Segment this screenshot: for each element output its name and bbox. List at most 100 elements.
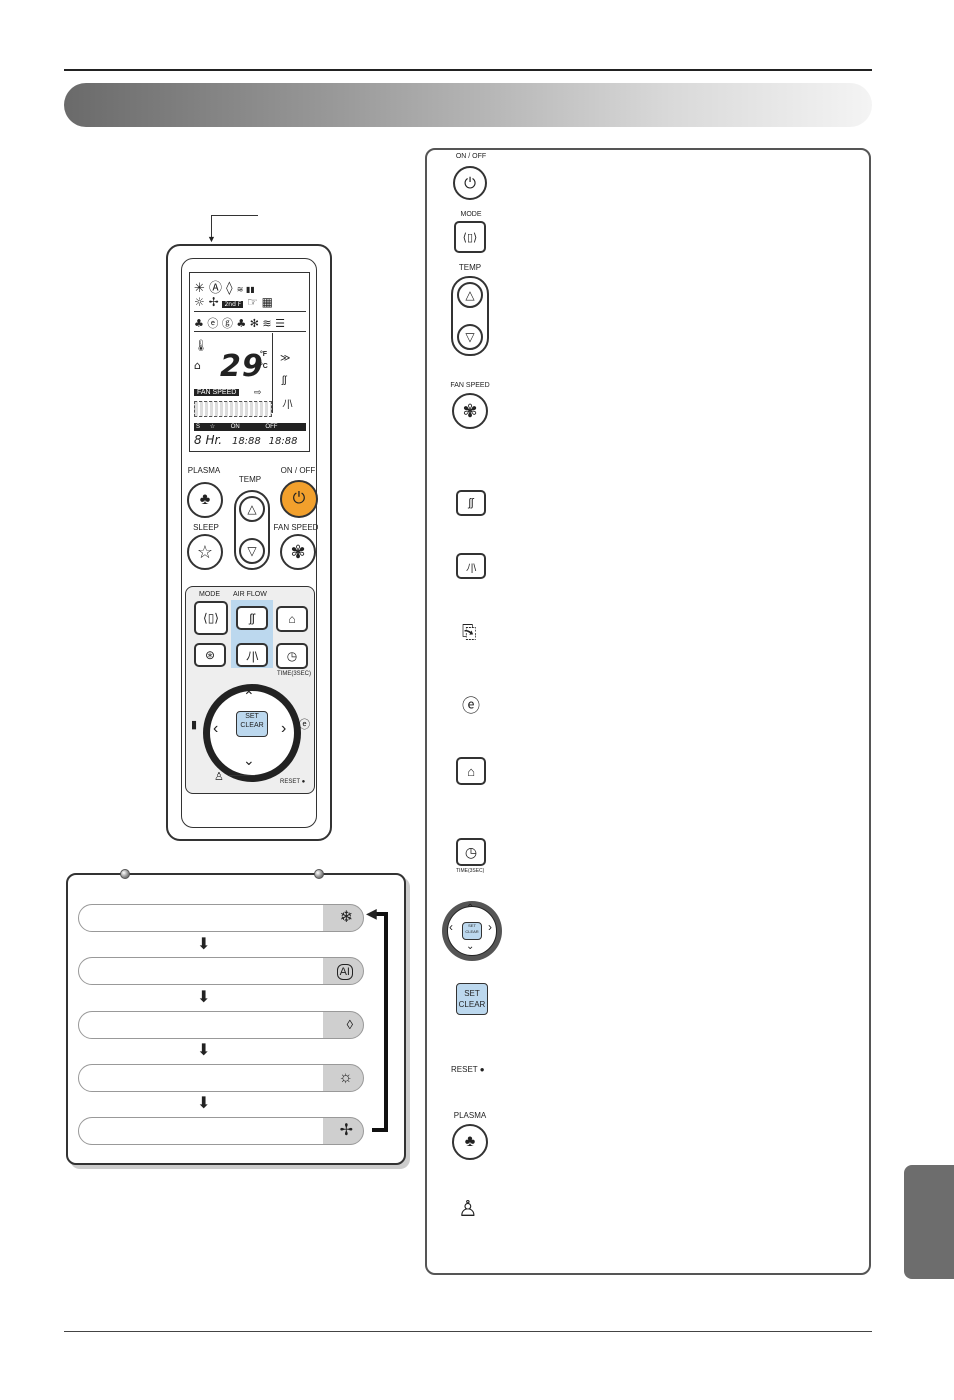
pin-left-icon <box>120 869 130 879</box>
clock-icon: ◷ <box>286 649 298 663</box>
pointer-line <box>212 215 258 216</box>
down-arrow-icon: ⬇ <box>197 1095 211 1112</box>
key-mode-label: MODE <box>460 211 482 218</box>
lcd-thermo-icon: 🌡 <box>194 339 208 352</box>
jet-cool-button[interactable]: ⊛ <box>194 643 226 667</box>
key-on-off-label: ON / OFF <box>455 153 487 160</box>
section-banner <box>64 83 872 127</box>
power-icon: ⏻ <box>292 490 306 507</box>
spread-icon: ﾉ|\ <box>465 562 477 574</box>
plasma-button[interactable]: ♣ <box>187 482 223 518</box>
mode-row-cooling: ❄ <box>78 904 364 932</box>
horizontal-airflow-button[interactable]: ﾉ|\ <box>236 643 268 667</box>
bottom-rule <box>64 1331 872 1332</box>
dpad-up-button[interactable]: ⌃ <box>243 688 255 704</box>
clear-label: CLEAR <box>240 722 264 729</box>
vane-icon: ʃʃ <box>249 611 255 625</box>
lcd-s: S <box>196 424 201 430</box>
ai-icon: AI <box>336 964 353 980</box>
energy-plug-icon: ⓔ <box>462 696 480 716</box>
key-horizontal-airflow: ﾉ|\ <box>456 553 486 579</box>
key-reset-text: RESET <box>451 1065 478 1074</box>
dpad-right-button[interactable]: › <box>281 720 287 737</box>
key-temp-rocker: △ ▽ <box>451 276 489 356</box>
power-icon: ⏻ <box>464 174 476 192</box>
key-vertical-airflow: ʃʃ <box>456 490 486 516</box>
light-icon: ♙ <box>214 771 224 783</box>
lcd-fan-bar <box>194 401 272 417</box>
lcd-vane-icon: ʃʃ <box>282 375 287 386</box>
mode-row-heat: ☼ <box>78 1064 364 1092</box>
key-time-label: TIME(3SEC) <box>456 868 485 874</box>
key-reset: RESET ● <box>451 1065 485 1074</box>
chevron-up-icon: ⌃ <box>466 903 475 914</box>
fan-speed-label: FAN SPEED <box>273 523 319 532</box>
mode-icon: ⟨▯⟩ <box>462 231 478 244</box>
mode-label: MODE <box>199 591 220 598</box>
temp-rocker: △ ▽ <box>234 490 270 570</box>
on-off-label: ON / OFF <box>280 466 316 475</box>
triangle-down-icon: ▽ <box>247 544 257 558</box>
room-temp-button[interactable]: ⌂ <box>276 606 308 632</box>
mode-row-fan: ✢ <box>78 1117 364 1145</box>
mode-row-ai: AI <box>78 957 364 985</box>
dpad-down-button[interactable]: ⌄ <box>243 752 255 768</box>
lcd-arrow-icon: ⇨ <box>254 387 262 397</box>
lcd-unit-c: °C <box>260 363 268 370</box>
side-tab <box>904 1165 954 1279</box>
key-mode-button: ⟨▯⟩ <box>454 221 486 253</box>
lcd-fan-speed-label: FAN SPEED <box>194 389 240 396</box>
set-clear-button[interactable]: SET CLEAR <box>236 711 268 737</box>
temp-down-button[interactable]: ▽ <box>239 538 265 564</box>
down-arrow-icon: ⬇ <box>197 936 211 953</box>
lcd-off: OFF <box>265 424 278 430</box>
triangle-up-icon: △ <box>457 282 483 308</box>
vertical-airflow-button[interactable]: ʃʃ <box>236 606 268 630</box>
key-set-text: SET <box>464 989 480 998</box>
cycle-arrow-icon: ◀ <box>366 905 377 921</box>
lcd-spread-icon: ﾉ|\ <box>282 399 293 410</box>
mode-row-dry: ◊ <box>78 1011 364 1039</box>
lcd-on: ON <box>230 424 240 430</box>
timer-button[interactable]: ◷ <box>276 643 308 669</box>
set-label: SET <box>245 713 259 720</box>
key-timer: ◷ <box>456 838 486 866</box>
star-icon: ☆ <box>196 541 214 562</box>
drop-icon: ◊ <box>346 1017 353 1032</box>
key-temp-label: TEMP <box>458 263 482 272</box>
key-room-temp: ⌂ <box>456 757 486 785</box>
clock-icon: ◷ <box>464 843 478 860</box>
power-button[interactable]: ⏻ <box>280 480 318 518</box>
triangle-up-icon: △ <box>247 502 257 516</box>
dpad-left-button[interactable]: ‹ <box>213 720 219 737</box>
snowflake-icon: ❄ <box>339 909 353 926</box>
reset-text: RESET <box>280 779 300 785</box>
filter-icon: ▮ <box>191 719 198 731</box>
chevron-left-icon: ‹ <box>449 920 453 934</box>
lcd-timer-bar: S ☆ ON OFF <box>194 423 306 431</box>
tree-icon: ♣ <box>199 491 211 508</box>
reset-label: RESET ● <box>280 779 306 785</box>
jet-icon: ⊛ <box>204 648 216 662</box>
temp-label: TEMP <box>238 475 262 484</box>
key-legend-panel <box>425 148 871 1275</box>
vane-icon: ʃʃ <box>468 497 474 509</box>
lcd-vertical-divider <box>272 333 273 413</box>
triangle-down-icon: ▽ <box>457 324 483 350</box>
fan-speed-button[interactable]: ✾ <box>280 534 316 570</box>
fan-icon: ✾ <box>290 541 306 562</box>
lcd-row2-icons: ☼ ✢ 2nd F ☞ ▦ <box>194 295 273 309</box>
lcd-house-icon: ⌂ <box>194 359 201 372</box>
lcd-star-icon: ☆ <box>209 424 216 430</box>
sleep-button[interactable]: ☆ <box>187 534 223 570</box>
pointer-arrow-icon: ▼ <box>207 234 216 244</box>
lcd-temperature: 29 <box>220 349 264 384</box>
temp-up-button[interactable]: △ <box>239 496 265 522</box>
down-arrow-icon: ⬇ <box>197 989 211 1006</box>
mode-button[interactable]: ⟨▯⟩ <box>194 601 228 635</box>
cycle-bracket <box>372 912 388 1132</box>
remote-face <box>181 258 317 828</box>
sun-icon: ☼ <box>338 1069 353 1086</box>
light-line <box>229 775 255 776</box>
